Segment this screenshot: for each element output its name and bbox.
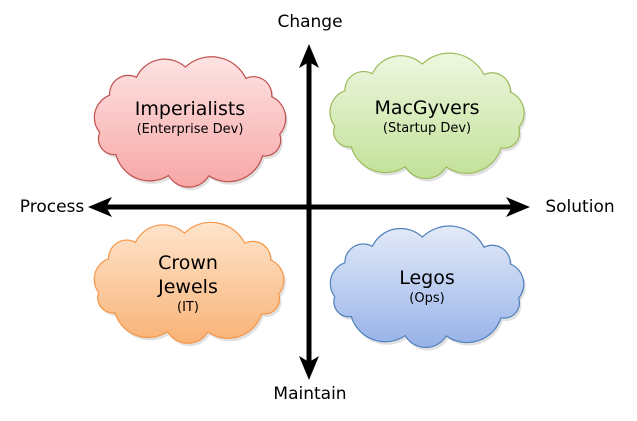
quadrant-subtitle: (Startup Dev): [382, 121, 472, 136]
cloud-imperialists: [93, 56, 287, 188]
quadrant-subtitle: (Enterprise Dev): [136, 122, 244, 137]
quadrant-title: MacGyvers: [374, 97, 480, 119]
axis-label-solution: Solution: [545, 197, 615, 217]
quadrant-title-line1: Crown: [158, 252, 218, 274]
arrowhead-down: [299, 356, 319, 380]
quadrant-macgyvers: MacGyvers (Startup Dev): [374, 96, 479, 138]
cloud-crown-jewels: [93, 221, 285, 344]
cloud-macgyvers: [329, 52, 525, 179]
quadrant-title: Legos: [399, 267, 455, 289]
arrowhead-up: [299, 44, 319, 68]
axis-label-change: Change: [277, 12, 343, 32]
quadrant-imperialists: Imperialists (Enterprise Dev): [135, 97, 245, 139]
quadrant-legos: Legos (Ops): [399, 266, 455, 308]
axis-label-maintain: Maintain: [273, 384, 347, 404]
axis-label-process: Process: [19, 197, 85, 217]
arrowhead-left: [88, 197, 112, 217]
quadrant-title-line2: Jewels: [158, 276, 218, 298]
arrowhead-right: [506, 197, 530, 217]
axes: [88, 44, 530, 380]
quadrant-subtitle: (Ops): [409, 291, 445, 306]
quadrant-subtitle: (IT): [177, 300, 199, 315]
quadrant-title: Imperialists: [134, 98, 246, 120]
cloud-legos: [329, 225, 525, 348]
quadrant-crown-jewels: Crown Jewels (IT): [158, 251, 218, 317]
